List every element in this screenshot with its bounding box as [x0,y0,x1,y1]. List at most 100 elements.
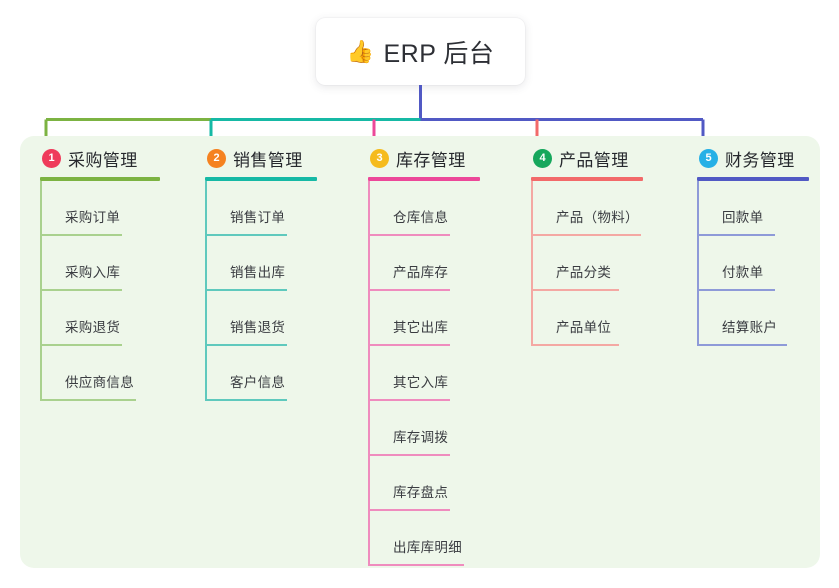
thumbs-up-icon: 👍 [346,38,375,64]
list-item-label: 采购订单 [65,210,121,225]
list-item-label: 产品分类 [556,265,612,280]
list-item-label: 付款单 [722,265,764,280]
list-item-underline [368,289,450,291]
column-header-4[interactable]: 4 产品管理 [531,146,643,170]
list-item-underline [368,564,464,566]
list-item-underline [531,234,641,236]
column-spine [531,181,533,346]
column-spine [205,181,207,401]
list-item-label: 出库库明细 [393,540,462,555]
column-title: 采购管理 [68,150,138,170]
list-item-label: 采购退货 [65,320,121,335]
list-item-label: 采购入库 [65,265,121,280]
column-header-2[interactable]: 2 销售管理 [205,146,317,170]
list-item-underline [368,454,450,456]
list-item[interactable]: 产品单位 [531,291,643,346]
column-number-badge: 4 [533,148,552,168]
list-item[interactable]: 其它出库 [368,291,480,346]
list-item-underline [368,399,450,401]
list-item[interactable]: 采购订单 [40,181,160,236]
list-item[interactable]: 其它入库 [368,346,480,401]
column-items: 销售订单销售出库销售退货客户信息 [205,181,317,401]
list-item-label: 其它入库 [393,375,449,390]
list-item[interactable]: 采购退货 [40,291,160,346]
list-item[interactable]: 产品分类 [531,236,643,291]
column-title: 销售管理 [233,150,303,170]
diagram-panel [20,136,820,568]
column-title: 产品管理 [559,150,629,170]
list-item[interactable]: 客户信息 [205,346,317,401]
column-items: 采购订单采购入库采购退货供应商信息 [40,181,160,401]
column-4: 4 产品管理产品（物料） 产品分类产品单位 [531,146,643,346]
column-spine [368,181,370,566]
list-item-label: 其它出库 [393,320,449,335]
list-item-label: 产品单位 [556,320,612,335]
list-item-underline [368,509,450,511]
column-5: 5 财务管理回款单付款单结算账户 [697,146,809,346]
list-item-label: 销售出库 [230,265,286,280]
list-item-label: 销售订单 [230,210,286,225]
column-number-badge: 5 [699,148,718,168]
column-title: 库存管理 [396,150,466,170]
list-item-label: 库存调拨 [393,430,449,445]
column-header-underline [697,177,809,181]
column-header-underline [368,177,480,181]
list-item[interactable]: 采购入库 [40,236,160,291]
column-items: 回款单付款单结算账户 [697,181,809,346]
root-node-card[interactable]: 👍 ERP 后台 [316,18,525,85]
column-header-5[interactable]: 5 财务管理 [697,146,809,170]
root-node-title: 👍 ERP 后台 [347,34,495,70]
list-item[interactable]: 销售订单 [205,181,317,236]
list-item-underline [531,289,619,291]
list-item[interactable]: 供应商信息 [40,346,160,401]
list-item-underline [531,344,619,346]
column-header-1[interactable]: 1 采购管理 [40,146,160,170]
column-items: 产品（物料） 产品分类产品单位 [531,181,643,346]
list-item-underline [40,344,122,346]
list-item-label: 库存盘点 [393,485,449,500]
list-item-label: 产品（物料） [556,210,639,225]
list-item[interactable]: 库存调拨 [368,401,480,456]
list-item[interactable]: 仓库信息 [368,181,480,236]
list-item-underline [40,399,136,401]
column-header-underline [205,177,317,181]
list-item-underline [697,234,775,236]
column-1: 1 采购管理采购订单采购入库采购退货供应商信息 [40,146,160,401]
list-item-label: 结算账户 [722,320,778,335]
column-spine [697,181,699,346]
list-item-label: 客户信息 [230,375,286,390]
column-2: 2 销售管理销售订单销售出库销售退货客户信息 [205,146,317,401]
list-item-underline [697,344,787,346]
column-title: 财务管理 [725,150,795,170]
column-number-badge: 2 [207,148,226,168]
list-item-label: 供应商信息 [65,375,134,390]
list-item-underline [40,234,122,236]
list-item-underline [697,289,775,291]
column-items: 仓库信息产品库存其它出库其它入库库存调拨库存盘点出库库明细 [368,181,480,566]
list-item[interactable]: 付款单 [697,236,809,291]
list-item-label: 销售退货 [230,320,286,335]
column-header-underline [531,177,643,181]
list-item[interactable]: 结算账户 [697,291,809,346]
column-number-badge: 1 [42,148,61,168]
list-item-underline [205,234,287,236]
list-item[interactable]: 销售出库 [205,236,317,291]
list-item[interactable]: 库存盘点 [368,456,480,511]
list-item[interactable]: 回款单 [697,181,809,236]
list-item[interactable]: 产品（物料） [531,181,643,236]
list-item-label: 产品库存 [393,265,449,280]
list-item-label: 仓库信息 [393,210,449,225]
list-item[interactable]: 产品库存 [368,236,480,291]
list-item-underline [368,344,450,346]
list-item[interactable]: 销售退货 [205,291,317,346]
list-item[interactable]: 出库库明细 [368,511,480,566]
root-node-label: ERP 后台 [383,39,495,68]
column-spine [40,181,42,401]
column-header-underline [40,177,160,181]
list-item-underline [205,344,287,346]
list-item-underline [40,289,122,291]
list-item-underline [205,289,287,291]
list-item-underline [368,234,450,236]
